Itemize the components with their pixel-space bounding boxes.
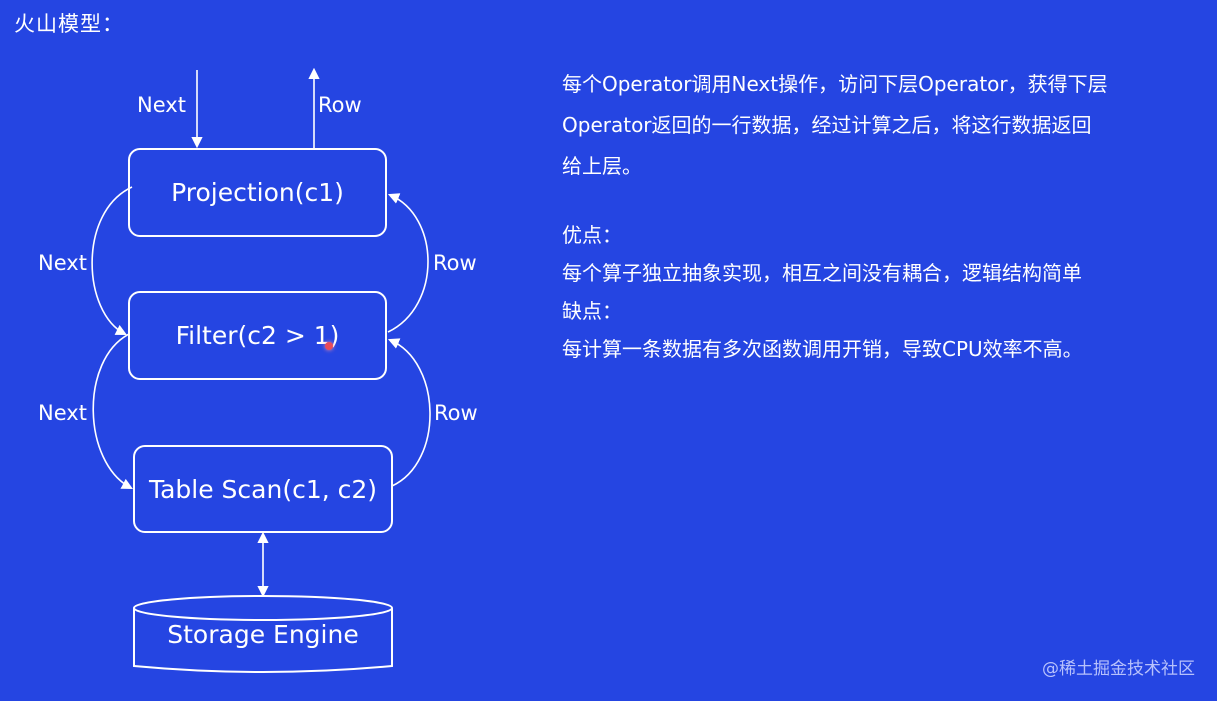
filter-operator-box: Filter(c2 > 1)	[128, 291, 387, 380]
intro-line-2: Operator返回的一行数据，经过计算之后，将这行数据返回	[562, 113, 1092, 137]
intro-line-1: 每个Operator调用Next操作，访问下层Operator，获得下层	[562, 72, 1108, 96]
top-row-label: Row	[318, 93, 362, 117]
pros-heading: 优点：	[562, 223, 622, 247]
watermark: @稀土掘金技术社区	[1042, 659, 1195, 679]
left-next-label-1: Next	[38, 251, 87, 275]
explanation-panel: 每个Operator调用Next操作，访问下层Operator，获得下层 Ope…	[562, 64, 1182, 368]
slide-title: 火山模型：	[14, 12, 124, 36]
row-arrow-filter-to-projection	[387, 193, 429, 333]
projection-operator-label: Projection(c1)	[171, 178, 344, 207]
intro-line-3: 给上层。	[562, 154, 642, 178]
cons-heading: 缺点：	[562, 299, 622, 323]
left-next-label-2: Next	[38, 401, 87, 425]
row-arrow-scan-to-filter	[387, 338, 431, 487]
projection-operator-box: Projection(c1)	[128, 148, 387, 237]
right-row-label-1: Row	[433, 251, 477, 275]
storage-engine-label: Storage Engine	[167, 620, 359, 649]
storage-engine-cylinder	[133, 595, 393, 673]
next-arrow-filter-to-scan	[92, 333, 133, 490]
top-next-label: Next	[137, 93, 186, 117]
pros-text: 每个算子独立抽象实现，相互之间没有耦合，逻辑结构简单	[562, 261, 1082, 285]
diagram-connectors	[91, 67, 431, 673]
filter-operator-label: Filter(c2 > 1)	[175, 321, 340, 350]
table-scan-operator-box: Table Scan(c1, c2)	[133, 445, 393, 533]
table-scan-operator-label: Table Scan(c1, c2)	[148, 474, 378, 504]
laser-pointer-dot	[325, 342, 333, 350]
volcano-model-diagram: Next Row Projection(c1) Next Row Filter(…	[0, 0, 540, 701]
next-arrow-projection-to-filter	[91, 186, 133, 336]
cons-text: 每计算一条数据有多次函数调用开销，导致CPU效率不高。	[562, 337, 1083, 361]
right-row-label-2: Row	[434, 401, 478, 425]
